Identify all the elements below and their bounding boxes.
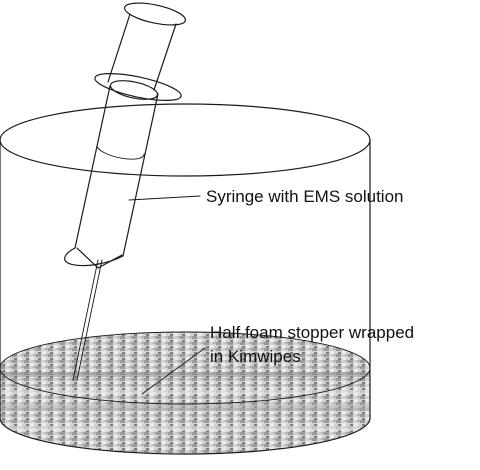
syringe bbox=[64, 2, 186, 381]
stopper-label-line1: Half foam stopper wrapped bbox=[210, 323, 414, 342]
stopper-leader-line bbox=[141, 347, 206, 395]
syringe-flange bbox=[94, 73, 182, 101]
glass-container bbox=[0, 103, 371, 455]
syringe-needle bbox=[72, 259, 99, 381]
syringe-plunger bbox=[107, 13, 177, 91]
syringe-barrel bbox=[64, 85, 159, 267]
stopper-label-line2: in Kimwipes bbox=[210, 347, 301, 366]
foam-stopper bbox=[0, 331, 371, 454]
syringe-leader-line bbox=[128, 195, 201, 201]
syringe-label: Syringe with EMS solution bbox=[206, 187, 403, 206]
